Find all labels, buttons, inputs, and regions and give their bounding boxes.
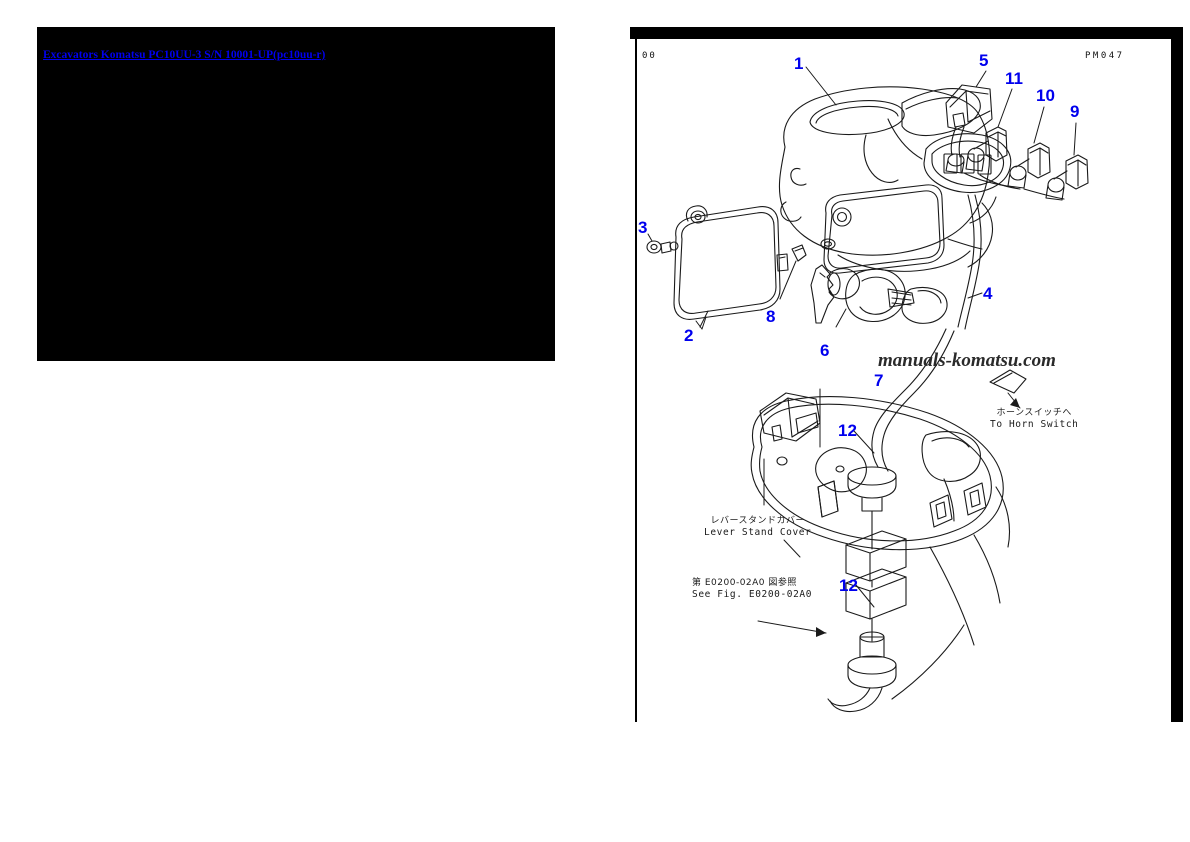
callout-5[interactable]: 5 (979, 51, 989, 70)
callout-7[interactable]: 7 (874, 371, 884, 390)
to-horn-switch-label: ホーンスイッチへ To Horn Switch (990, 407, 1078, 431)
to-horn-switch-label-jp: ホーンスイッチへ (996, 408, 1072, 418)
to-horn-switch-label-en: To Horn Switch (990, 419, 1079, 430)
lever-stand-cover-label: レバースタンドカバー Lever Stand Cover (704, 515, 811, 539)
callout-9[interactable]: 9 (1070, 102, 1080, 121)
see-figure-reference-label: 第 E0200-02A0 図参照 See Fig. E0200-02A0 (692, 577, 812, 601)
console-assembly-drawing (646, 66, 1089, 713)
callout-4[interactable]: 4 (983, 284, 993, 303)
lever-stand-cover-label-jp: レバースタンドカバー (710, 516, 805, 526)
callout-3[interactable]: 3 (638, 218, 648, 237)
see-figure-reference-label-jp: 第 E0200-02A0 図参照 (692, 578, 797, 588)
site-watermark: manuals-komatsu.com (878, 350, 1056, 371)
callout-1[interactable]: 1 (794, 54, 804, 73)
frame-right-rule (1171, 27, 1183, 722)
lever-stand-cover-label-en: Lever Stand Cover (704, 527, 812, 538)
callout-2[interactable]: 2 (684, 326, 694, 345)
callout-10[interactable]: 10 (1036, 86, 1055, 105)
see-figure-reference-label-en: See Fig. E0200-02A0 (692, 589, 813, 600)
callout-12-upper[interactable]: 12 (838, 421, 857, 440)
catalog-black-panel: Excavators Komatsu PC10UU-3 S/N 10001-UP… (37, 27, 555, 361)
sheet-code-left: 00 (642, 51, 657, 61)
parts-diagram-frame: 00 PM047 (630, 27, 1183, 722)
callout-11[interactable]: 11 (1005, 69, 1023, 88)
callout-12-lower[interactable]: 12 (839, 576, 858, 595)
callout-6[interactable]: 6 (820, 341, 830, 360)
frame-top-bar (630, 27, 1183, 39)
sheet-code-right: PM047 (1085, 51, 1125, 61)
catalog-title-link[interactable]: Excavators Komatsu PC10UU-3 S/N 10001-UP… (43, 49, 326, 61)
frame-left-rule (635, 39, 637, 722)
callout-8[interactable]: 8 (766, 307, 776, 326)
